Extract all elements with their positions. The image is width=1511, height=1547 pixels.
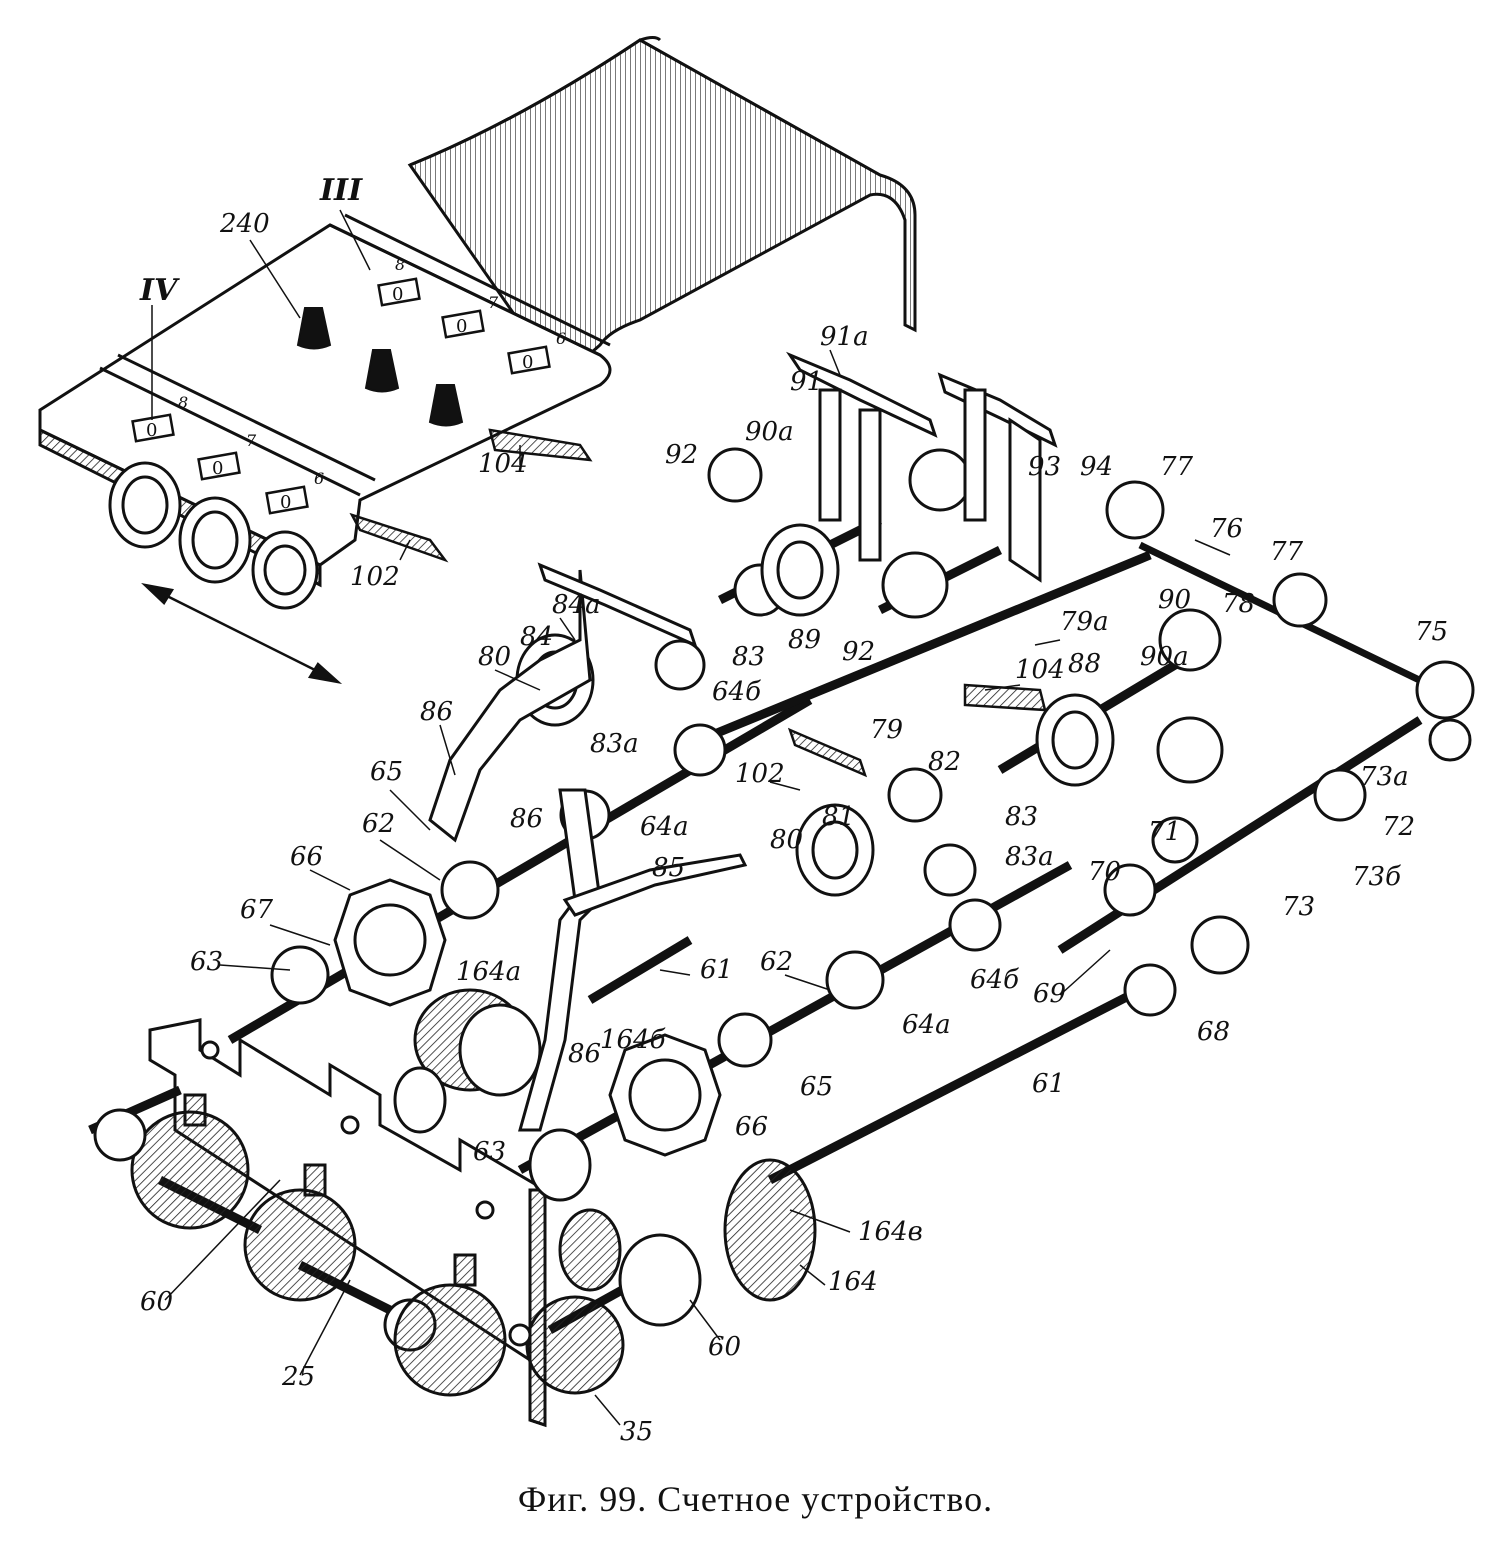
label-80: 80 (770, 825, 803, 855)
strip-digit: 7 (488, 293, 499, 312)
label-64a: 64а (902, 1010, 951, 1040)
label-240: 240 (219, 209, 270, 239)
label-75: 75 (1415, 617, 1448, 647)
knobs (296, 307, 464, 427)
label-88: 88 (1068, 649, 1101, 679)
strip-digit: 6 (314, 469, 324, 488)
label-82: 82 (928, 747, 961, 777)
label-62: 62 (362, 809, 395, 839)
label-65: 65 (800, 1072, 833, 1102)
label-94: 94 (1080, 452, 1113, 482)
label-72: 72 (1382, 812, 1415, 842)
figure-caption: Фиг. 99. Счетное устройство. (517, 1479, 994, 1519)
label-90a: 90а (1140, 642, 1189, 672)
label-77: 77 (1160, 452, 1194, 482)
label-70: 70 (1088, 857, 1121, 887)
window-digits: 0 0 0 0 0 0 8 7 6 8 7 6 (146, 255, 566, 513)
window-digit: 0 (212, 458, 223, 479)
label-91a: 91а (820, 322, 869, 352)
reference-labels: III IV 240 104 102 91а 91 90а 92 93 94 7… (139, 173, 1448, 1447)
label-65: 65 (370, 757, 403, 787)
label-83: 83 (732, 642, 765, 672)
label-86: 86 (420, 697, 453, 727)
label-83: 83 (1005, 802, 1038, 832)
label-93: 93 (1028, 452, 1061, 482)
window-digit: 0 (280, 492, 291, 513)
label-164a: 164а (456, 957, 521, 987)
label-86: 86 (510, 804, 543, 834)
window-digit: 0 (522, 352, 533, 373)
label-25: 25 (281, 1362, 315, 1392)
window-digit: 0 (146, 420, 157, 441)
label-86: 86 (568, 1039, 601, 1069)
label-77: 77 (1270, 537, 1304, 567)
label-71: 71 (1148, 817, 1181, 847)
label-63: 63 (473, 1137, 506, 1167)
label-79: 79 (870, 715, 903, 745)
label-104: 104 (1015, 655, 1065, 685)
label-61: 61 (1032, 1069, 1065, 1099)
carriage-cover (38, 36, 917, 610)
label-92: 92 (842, 637, 875, 667)
label-60: 60 (140, 1287, 173, 1317)
label-64a: 64а (640, 812, 689, 842)
label-90a: 90а (745, 417, 794, 447)
label-64b: 64б (712, 677, 761, 707)
label-79a: 79а (1060, 607, 1109, 637)
label-73: 73 (1282, 892, 1315, 922)
strip-digit: 8 (395, 255, 405, 274)
label-iii: III (319, 173, 363, 208)
label-89: 89 (788, 625, 821, 655)
label-73b: 73б (1352, 862, 1401, 892)
label-84: 84 (520, 622, 553, 652)
strip-digit: 8 (178, 393, 188, 412)
label-78: 78 (1222, 589, 1255, 619)
label-91: 91 (790, 367, 823, 397)
label-63: 63 (190, 947, 223, 977)
strip-digit: 6 (556, 329, 566, 348)
label-73a: 73а (1360, 762, 1409, 792)
movement-arrow (141, 583, 343, 685)
label-80: 80 (478, 642, 511, 672)
label-66: 66 (735, 1112, 768, 1142)
label-76: 76 (1210, 514, 1243, 544)
label-61: 61 (700, 955, 733, 985)
label-83a: 83а (590, 729, 639, 759)
label-83a: 83а (1005, 842, 1054, 872)
label-66: 66 (290, 842, 323, 872)
label-35: 35 (620, 1417, 653, 1447)
label-84a: 84а (552, 590, 601, 620)
label-90: 90 (1158, 585, 1191, 615)
leader-lines (151, 209, 1231, 1426)
rack-bars (349, 428, 1047, 778)
label-102: 102 (350, 562, 400, 592)
label-67: 67 (240, 895, 274, 925)
mechanism (88, 351, 1475, 1428)
label-60: 60 (708, 1332, 741, 1362)
label-68: 68 (1197, 1017, 1230, 1047)
window-digit: 0 (392, 284, 403, 305)
label-iv: IV (139, 273, 180, 308)
label-164v: 164в (858, 1217, 923, 1247)
window-digit: 0 (456, 316, 467, 337)
label-81: 81 (822, 802, 855, 832)
label-64b: 64б (970, 965, 1019, 995)
label-85: 85 (652, 853, 685, 883)
label-164b: 164б (600, 1025, 666, 1055)
strip-digit: 7 (246, 431, 257, 450)
label-164: 164 (828, 1267, 878, 1297)
label-62: 62 (760, 947, 793, 977)
counter-windows (131, 277, 551, 515)
label-92: 92 (665, 440, 698, 470)
counting-device-drawing: 0 0 0 0 0 0 8 7 6 8 7 6 (38, 36, 1475, 1447)
